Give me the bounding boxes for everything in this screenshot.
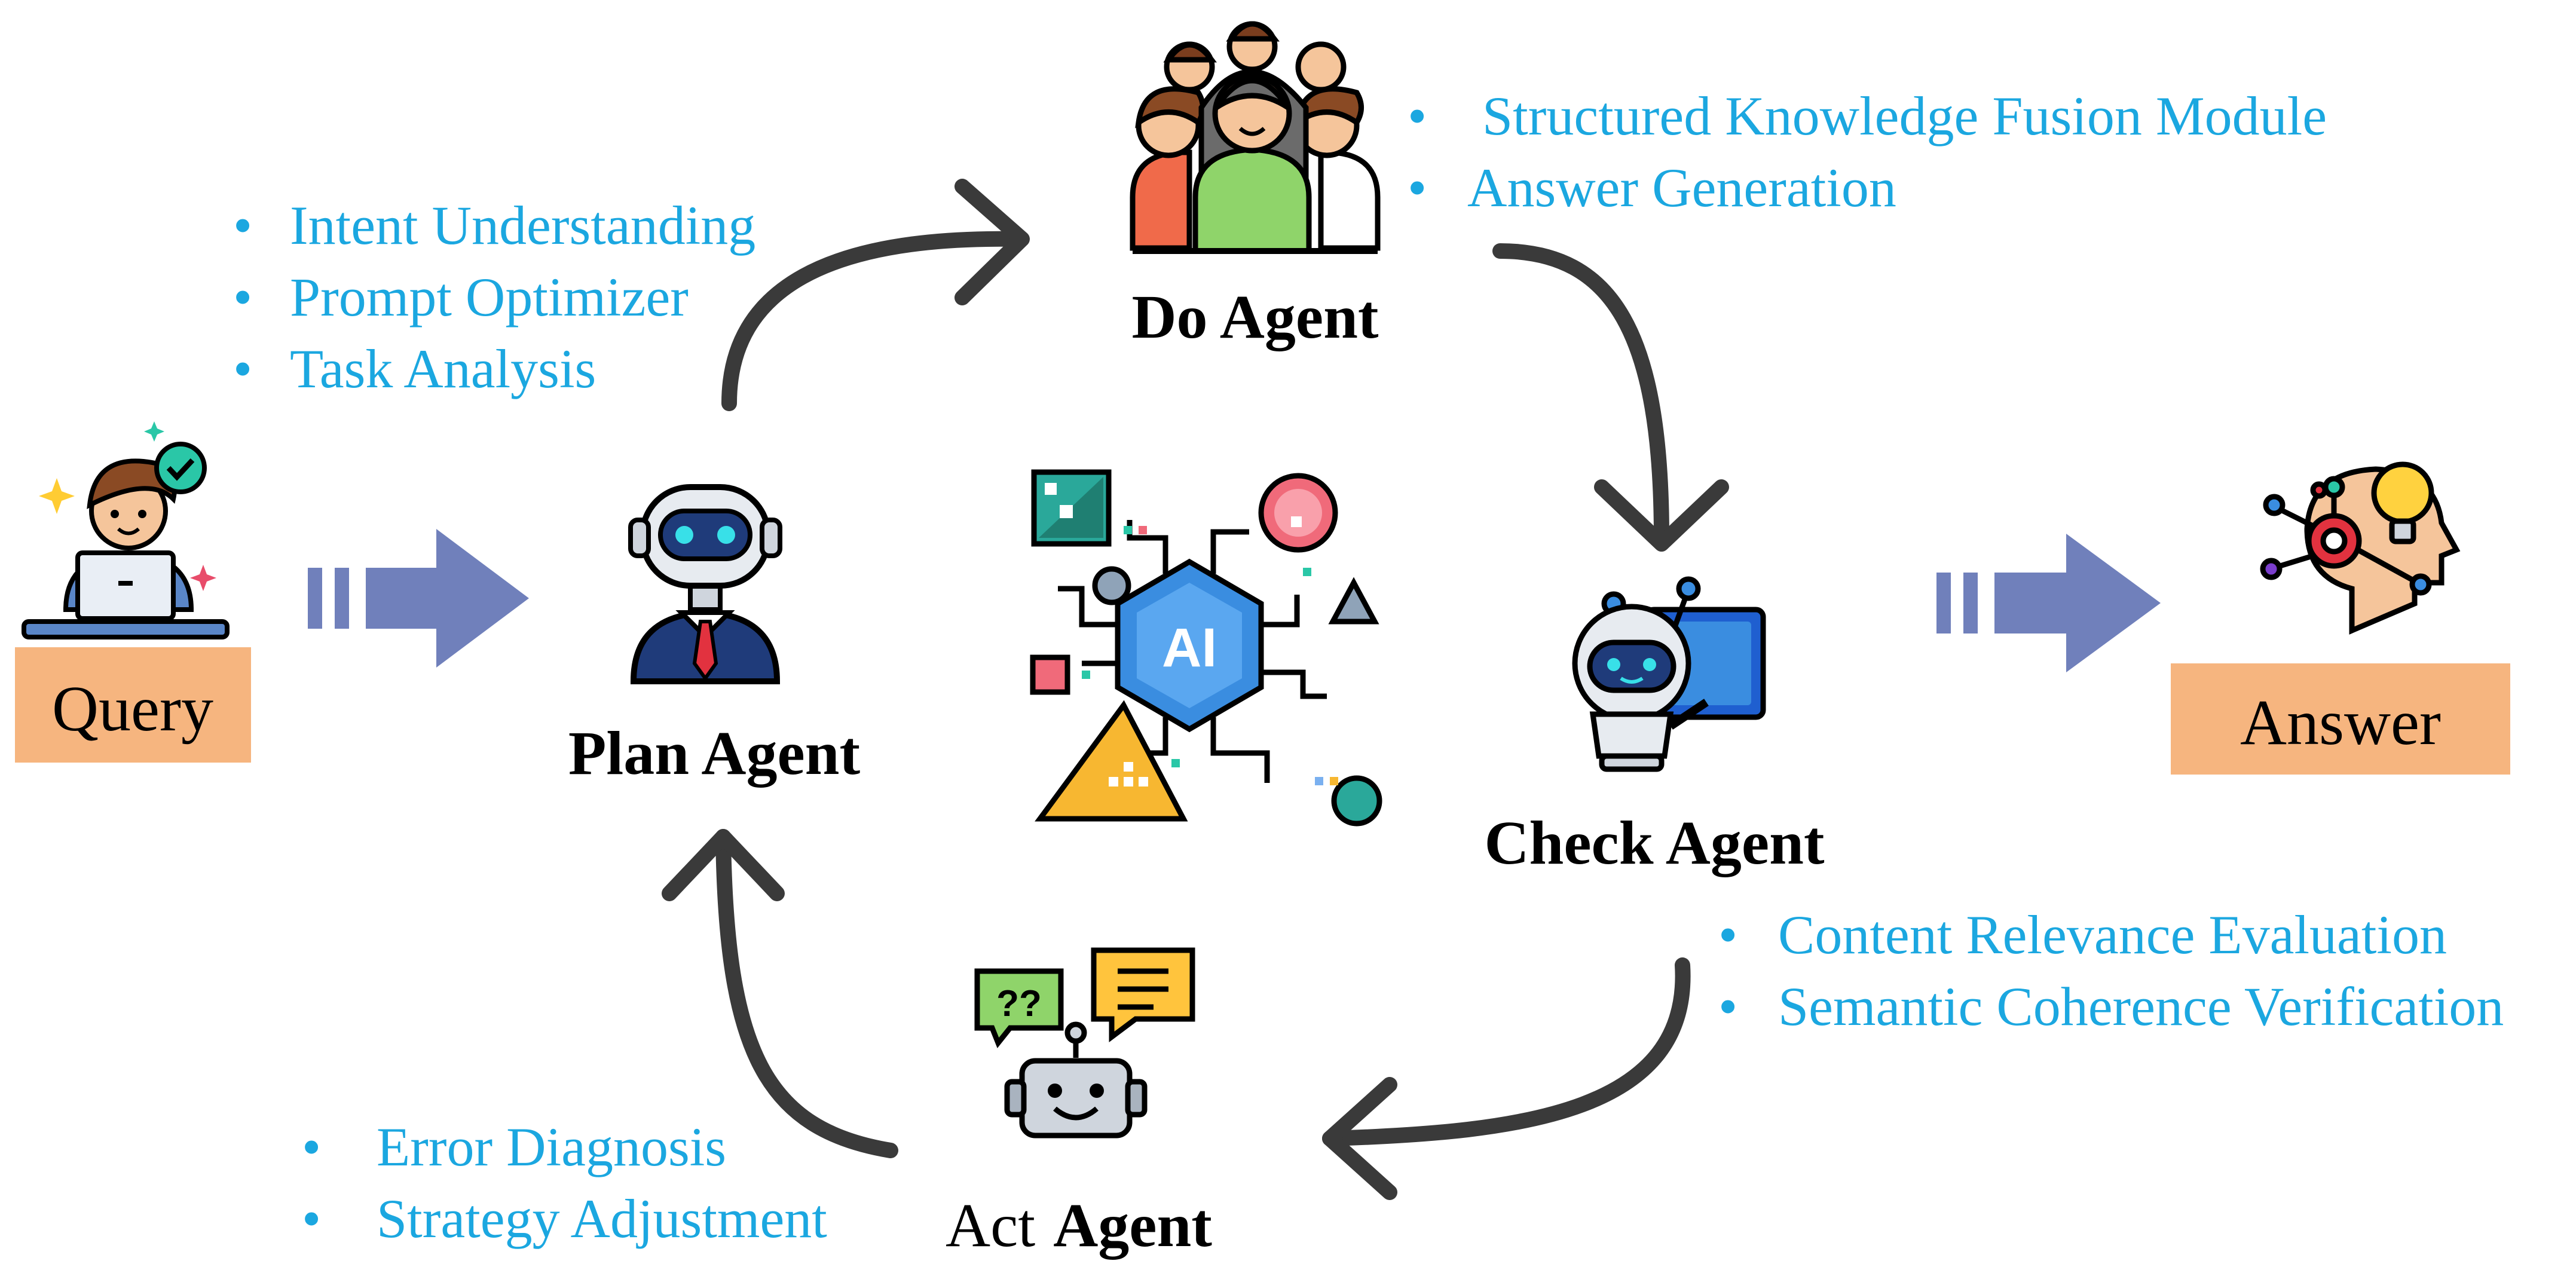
ai-chip-network-icon	[1030, 469, 1382, 827]
bullet-icon: •	[302, 1116, 321, 1177]
check-agent-items: • Content Relevance Evaluation • Semanti…	[1718, 904, 2504, 1037]
check-agent-title: Check Agent	[1484, 809, 1824, 877]
people-group-icon	[1130, 21, 1381, 254]
robot-screen-icon	[1572, 576, 1766, 772]
do-item-2: Answer Generation	[1467, 157, 1896, 218]
plan-item-1: Intent Understanding	[290, 195, 755, 256]
head-gear-lightbulb-icon	[2260, 461, 2461, 635]
act-item-2: Strategy Adjustment	[377, 1188, 827, 1249]
cycle-arrow-plan-to-do	[721, 231, 1024, 411]
bullet-icon: •	[1718, 904, 1737, 965]
check-item-1: Content Relevance Evaluation	[1778, 904, 2447, 965]
answer-label: Answer	[2240, 687, 2441, 758]
act-agent-title-part1: Act	[946, 1191, 1035, 1260]
bullet-icon: •	[233, 195, 252, 256]
bullet-icon: •	[233, 267, 252, 328]
flow-arrow-check-to-answer	[1936, 534, 2161, 672]
ai-badge-label: AI	[1162, 617, 1217, 678]
do-item-1: Structured Knowledge Fusion Module	[1482, 85, 2327, 146]
check-item-2: Semantic Coherence Verification	[1778, 976, 2504, 1037]
bullet-icon: •	[302, 1188, 321, 1249]
act-agent-items: • Error Diagnosis • Strategy Adjustment	[302, 1116, 827, 1249]
plan-item-3: Task Analysis	[290, 338, 596, 399]
cycle-arrow-do-to-check	[1492, 243, 1669, 546]
cycle-arrow-act-to-plan	[715, 829, 898, 1158]
bullet-icon: •	[1408, 157, 1427, 218]
flow-arrow-query-to-plan	[308, 529, 529, 668]
act-item-1: Error Diagnosis	[377, 1116, 726, 1177]
query-box	[15, 647, 251, 763]
bullet-icon: •	[1718, 976, 1737, 1037]
do-agent-title: Do Agent	[1131, 283, 1378, 351]
act-question-icon: ??	[996, 983, 1042, 1024]
bullet-icon: •	[1408, 85, 1427, 146]
act-agent-title-part2: Agent	[1053, 1191, 1212, 1260]
do-agent-items: • Structured Knowledge Fusion Module • A…	[1408, 85, 2327, 218]
robot-suit-icon	[628, 484, 782, 684]
cycle-arrow-check-to-act	[1322, 957, 1691, 1146]
plan-item-2: Prompt Optimizer	[290, 267, 689, 328]
user-laptop-icon	[22, 421, 230, 639]
act-agent-title: Act Agent	[946, 1191, 1212, 1260]
query-label: Query	[52, 674, 213, 745]
plan-agent-title: Plan Agent	[568, 719, 861, 788]
answer-box	[2171, 663, 2510, 775]
robot-chat-icon	[974, 947, 1195, 1139]
bullet-icon: •	[233, 338, 252, 399]
plan-agent-items: • Intent Understanding • Prompt Optimize…	[233, 195, 755, 399]
cycle-arrows	[662, 179, 1729, 1200]
